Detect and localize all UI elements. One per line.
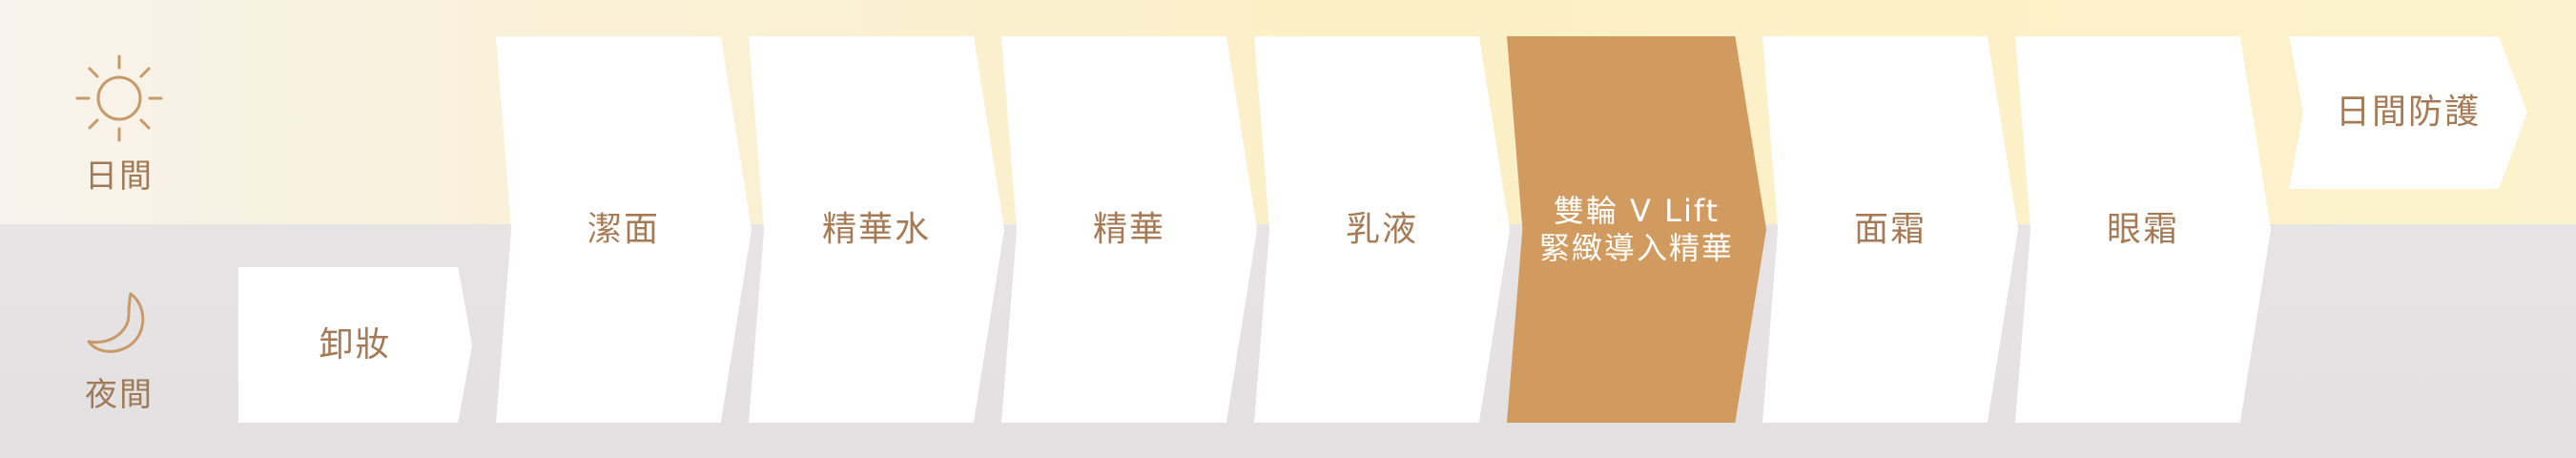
moon-icon bbox=[87, 292, 145, 353]
step-vlift-serum[interactable]: 雙輪 V Lift 緊緻導入精華 bbox=[1507, 36, 1766, 423]
step-cream[interactable]: 面霜 bbox=[1762, 36, 2018, 423]
step-emulsion[interactable]: 乳液 bbox=[1254, 36, 1510, 423]
period-day: 日間 bbox=[67, 52, 172, 197]
step-essence[interactable]: 精華 bbox=[1001, 36, 1257, 423]
step-toner[interactable]: 精華水 bbox=[749, 36, 1004, 423]
period-day-label: 日間 bbox=[85, 157, 154, 196]
step-makeup-removal[interactable]: 卸妝 bbox=[238, 267, 472, 423]
step-cleanser[interactable]: 潔面 bbox=[496, 36, 752, 423]
sun-icon bbox=[75, 54, 163, 142]
step-eye-cream[interactable]: 眼霜 bbox=[2015, 36, 2271, 423]
period-night: 夜間 bbox=[67, 286, 172, 415]
step-day-protection[interactable]: 日間防護 bbox=[2289, 36, 2527, 189]
period-night-label: 夜間 bbox=[85, 376, 154, 414]
